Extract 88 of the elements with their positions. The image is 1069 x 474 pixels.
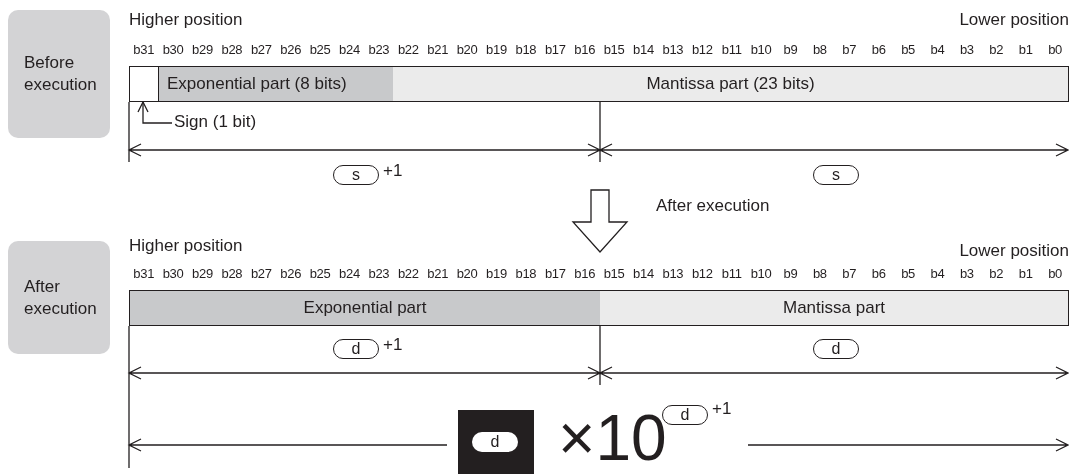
bit-number: b25 [308,266,332,281]
position-label: Higher position [129,236,243,256]
bit-number: b0 [1047,42,1063,57]
bit-number: b26 [279,266,303,281]
operand-block [458,410,534,474]
sign-label: Sign (1 bit) [174,112,284,132]
bit-number: b7 [841,42,858,57]
bit-number: b6 [870,266,887,281]
bit-number: b14 [632,42,655,57]
bit-number: b13 [661,266,685,281]
register-field: Mantissa part [600,290,1069,326]
bit-number: b1 [1017,42,1034,57]
bit-number: b19 [485,266,508,281]
bit-number: b30 [161,266,185,281]
bit-number: b14 [632,266,655,281]
bit-number: b7 [841,266,858,281]
bit-number: b5 [900,42,916,57]
bit-number: b3 [958,42,975,57]
leader-line [137,101,173,124]
operand-symbol: d [813,339,859,359]
bit-number: b18 [514,42,538,57]
bit-number: b22 [396,266,420,281]
bit-number: b2 [988,266,1005,281]
bit-number: b16 [573,266,597,281]
position-label: After execution [656,196,770,216]
bit-number: b8 [811,266,828,281]
bit-number: b29 [191,266,214,281]
bit-number: b12 [690,266,714,281]
bit-number: b22 [396,42,420,57]
bit-number: b4 [929,266,946,281]
bit-number: b28 [220,42,244,57]
position-label: Lower position [958,241,1069,261]
bit-number: b25 [308,42,332,57]
bit-number: b16 [573,42,597,57]
bit-number: b9 [782,42,799,57]
state-tab: After execution [8,241,110,354]
exponent-offset: +1 [712,399,732,419]
bit-number: b10 [749,42,773,57]
bit-number: b2 [988,42,1005,57]
bit-number: b11 [720,266,743,281]
bit-number: b1 [1017,266,1034,281]
bit-number: b17 [543,42,567,57]
register-field [129,66,159,102]
bit-number: b21 [426,42,450,57]
bit-number: b20 [455,266,479,281]
register-field: Mantissa part (23 bits) [393,66,1069,102]
exponent-offset: +1 [383,335,403,355]
position-label: Higher position [129,10,243,30]
state-tab: Before execution [8,10,110,138]
bit-number: b23 [367,266,391,281]
bit-number: b17 [543,266,567,281]
register-field: Exponential part (8 bits) [158,66,394,102]
bit-number: b21 [426,266,450,281]
bit-number: b4 [929,42,946,57]
operand-symbol: s [333,165,379,185]
bit-number: b15 [602,42,626,57]
bit-number: b27 [249,266,273,281]
bit-number: b6 [870,42,887,57]
bit-number: b26 [279,42,303,57]
bit-number: b9 [782,266,799,281]
position-label: Lower position [958,10,1069,30]
bit-number: b11 [720,42,743,57]
bit-number: b3 [958,266,975,281]
bit-number: b19 [485,42,508,57]
register-field: Exponential part [129,290,601,326]
bit-number: b31 [132,42,156,57]
bit-number: b31 [132,266,156,281]
bit-number: b10 [749,266,773,281]
operand-symbol: d [662,405,708,425]
bit-number: b24 [338,266,361,281]
operand-symbol: d [472,432,518,452]
bit-number: b15 [602,266,626,281]
bit-number: b30 [161,42,185,57]
bit-number: b12 [690,42,714,57]
exponent-offset: +1 [383,161,403,181]
bit-number: b0 [1047,266,1063,281]
bit-number: b18 [514,266,538,281]
bit-number: b13 [661,42,685,57]
bit-number: b29 [191,42,214,57]
operand-symbol: d [333,339,379,359]
bit-number: b23 [367,42,391,57]
bit-number: b27 [249,42,273,57]
operand-symbol: s [813,165,859,185]
bit-number: b5 [900,266,916,281]
bit-number: b28 [220,266,244,281]
bit-number: b20 [455,42,479,57]
bit-number: b8 [811,42,828,57]
bit-number: b24 [338,42,361,57]
